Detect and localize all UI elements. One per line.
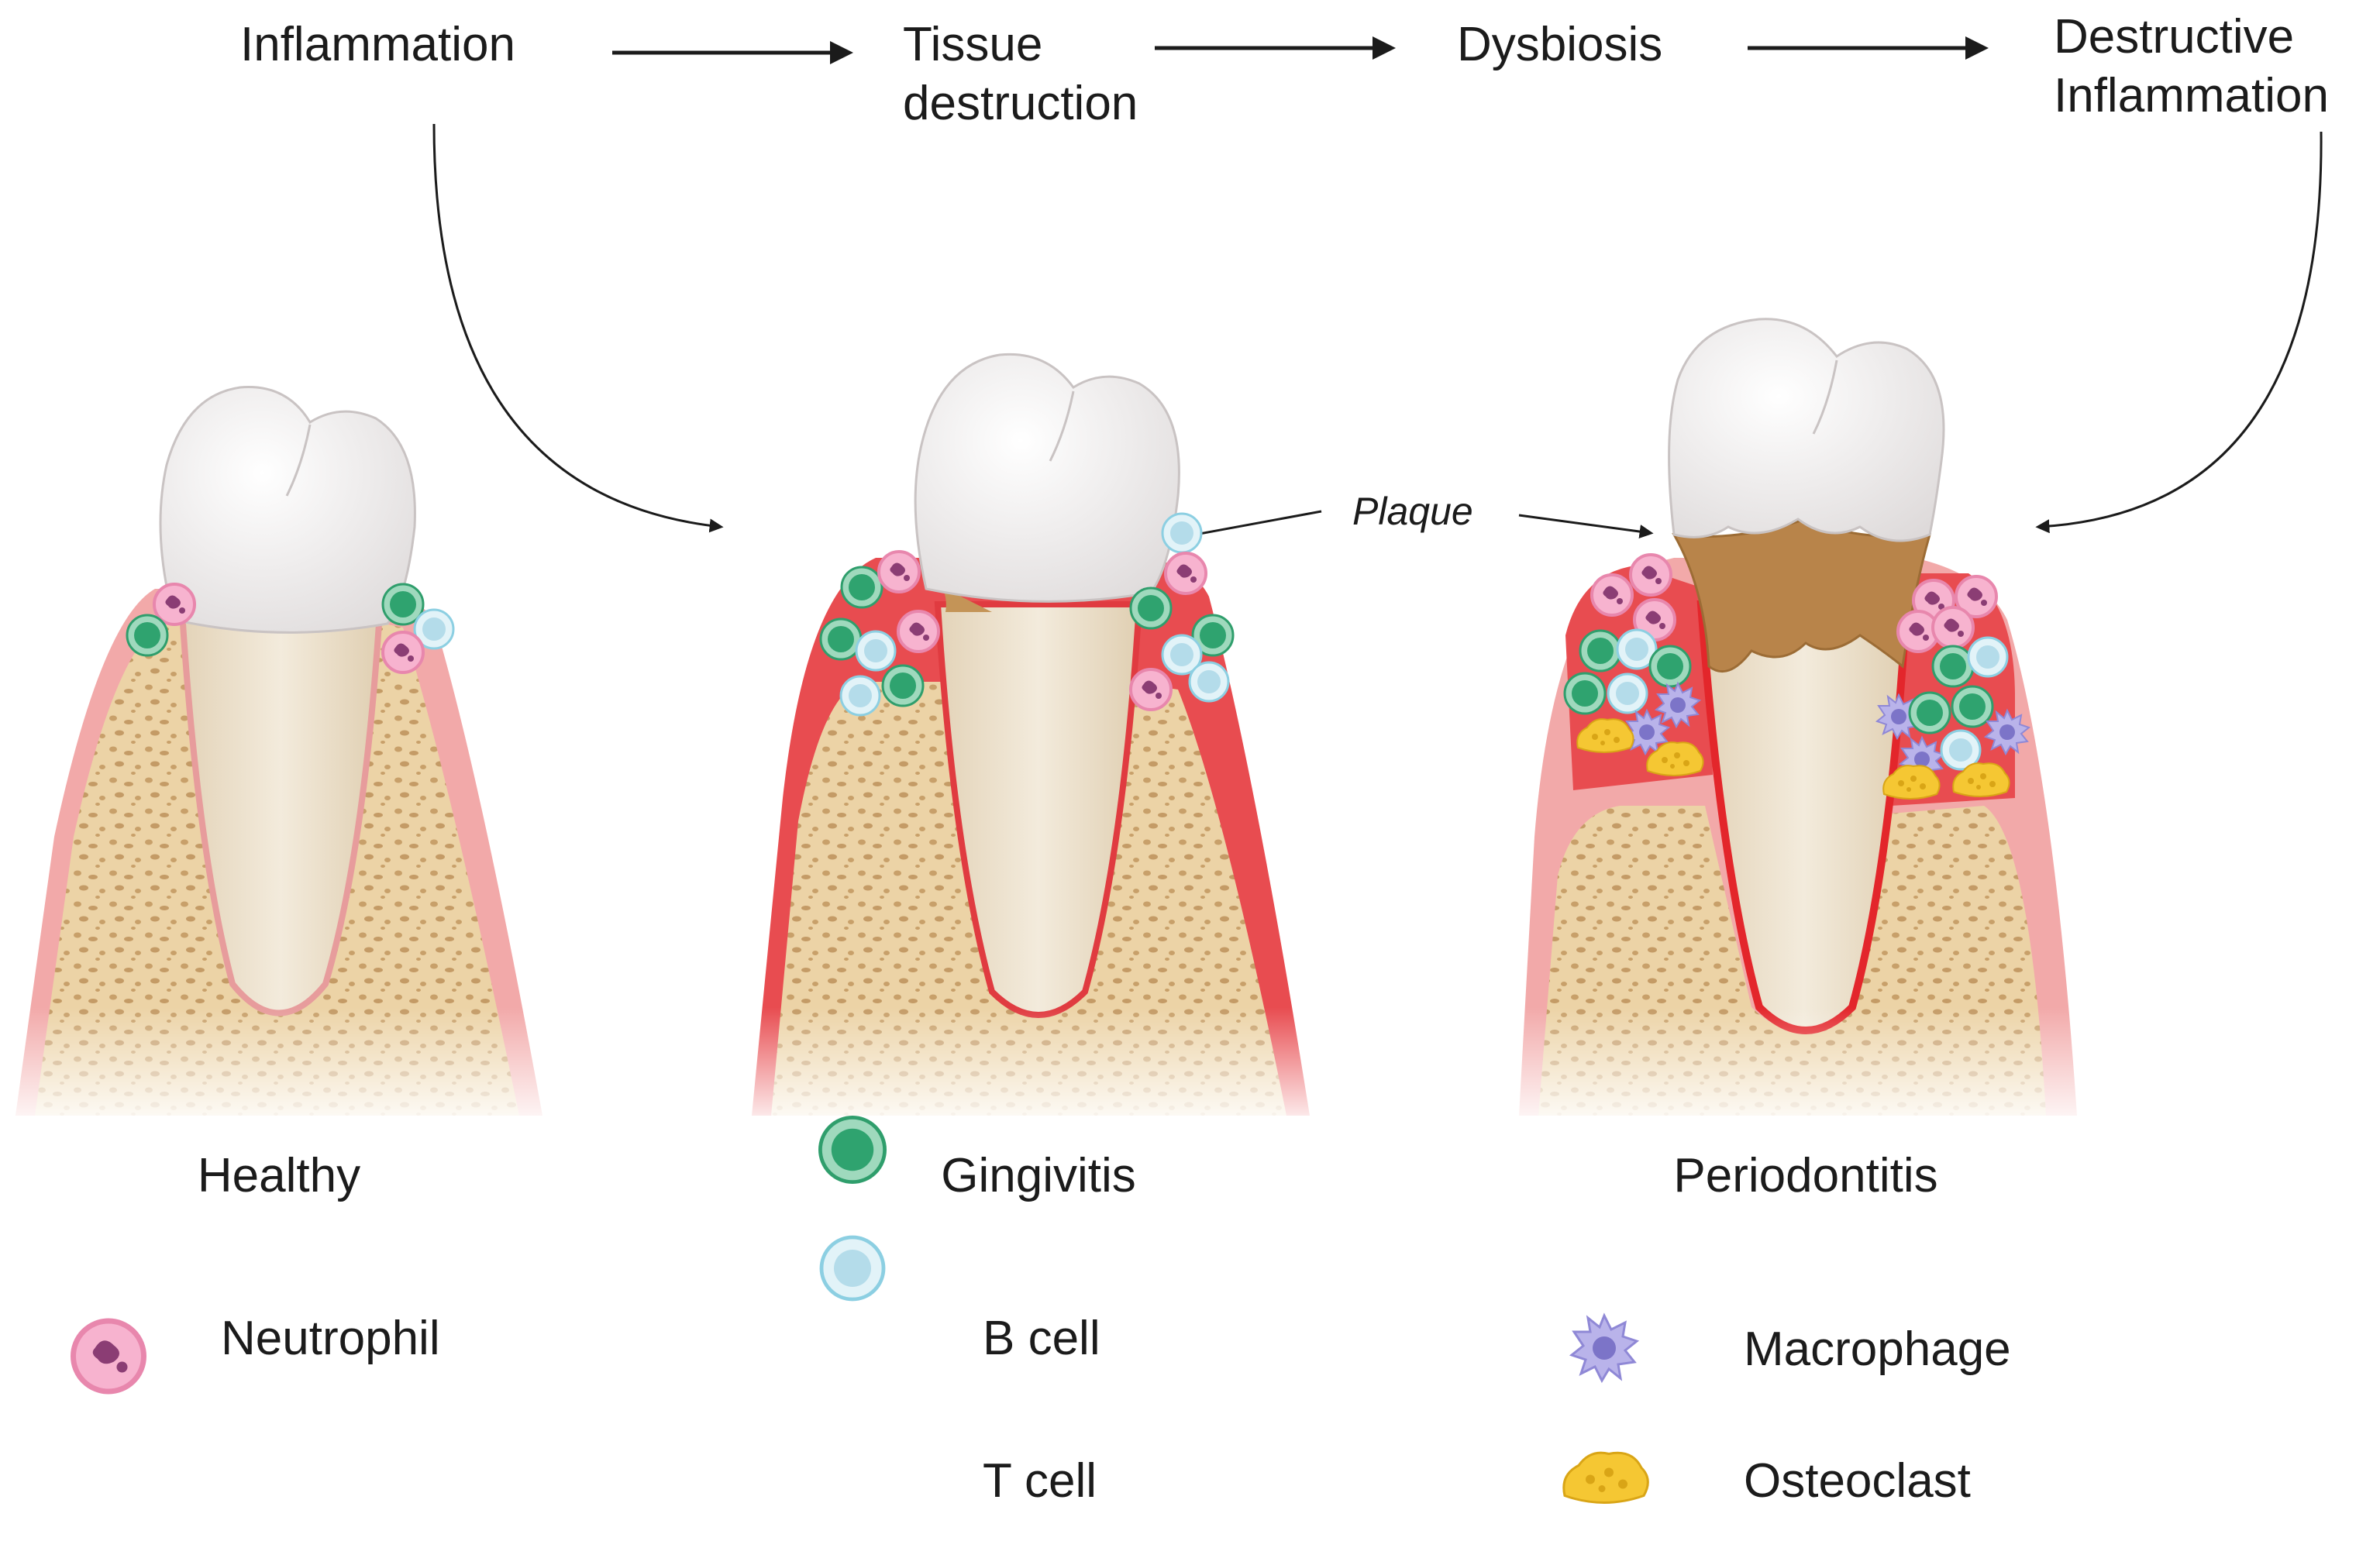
t-cell — [1607, 672, 1648, 714]
gingivitis-crown — [914, 353, 1180, 603]
legend-neutrophil-icon — [74, 1321, 144, 1391]
legend-t-cell-icon — [821, 1237, 883, 1299]
b-cell — [840, 566, 883, 609]
neutrophil-cell — [1590, 573, 1634, 617]
stage-label-gingivitis: Gingivitis — [941, 1149, 1136, 1202]
b-cell — [126, 614, 169, 657]
t-cell — [855, 630, 897, 672]
arrow-plaque-to-periodontitis — [1518, 514, 1654, 538]
neutrophil-cell — [1931, 606, 1975, 649]
step-inflammation: Inflammation — [240, 18, 515, 71]
t-cell — [839, 675, 881, 717]
healthy-bone — [35, 620, 519, 1116]
b-cell — [1931, 645, 1975, 688]
step-tissue-destruction: Tissue destruction — [903, 15, 1138, 133]
b-cell — [1908, 691, 1951, 734]
neutrophil-cell — [381, 631, 425, 674]
legend-label-b-cell: B cell — [983, 1312, 1100, 1365]
b-cell — [1648, 645, 1692, 688]
b-cell — [819, 617, 863, 661]
legend-macrophage-icon — [1570, 1314, 1638, 1382]
stage-label-healthy: Healthy — [197, 1149, 361, 1202]
legend-osteoclast-icon — [1562, 1451, 1649, 1504]
b-cell — [1563, 672, 1607, 715]
step-tissue-destruction-line-1: Tissue — [903, 18, 1043, 71]
step-destructive-inflammation: Destructive Inflammation — [2054, 8, 2329, 126]
b-cell — [881, 664, 925, 707]
stage-label-periodontitis: Periodontitis — [1673, 1149, 1938, 1202]
healthy-crown — [159, 386, 416, 634]
step-destructive-inflammation-line-1: Destructive — [2054, 10, 2295, 64]
legend-label-macrophage: Macrophage — [1744, 1323, 2011, 1376]
neutrophil-cell — [897, 610, 940, 653]
neutrophil-cell — [877, 550, 921, 593]
periodontitis-tooth-illustration — [1503, 318, 2092, 1131]
legend-label-t-cell: T cell — [983, 1454, 1097, 1508]
neutrophil-cell — [153, 583, 196, 626]
t-cell — [1161, 512, 1203, 554]
step-dysbiosis: Dysbiosis — [1457, 18, 1663, 71]
healthy-tooth-illustration — [0, 386, 558, 1131]
process-arrows — [432, 36, 2323, 544]
legend-label-osteoclast: Osteoclast — [1744, 1454, 1971, 1508]
periodontitis-crown — [1668, 318, 1945, 542]
step-tissue-destruction-line-2: destruction — [903, 77, 1138, 130]
legend-label-neutrophil: Neutrophil — [221, 1312, 440, 1365]
neutrophil-cell — [1629, 553, 1672, 597]
t-cell — [1188, 661, 1230, 703]
neutrophil-cell — [1129, 668, 1173, 711]
arrow-inflammation-to-gingivitis — [432, 123, 724, 533]
t-cell — [1967, 636, 2009, 678]
arrow-destructive-to-periodontitis — [2035, 131, 2323, 534]
b-cell — [1129, 586, 1173, 630]
step-destructive-inflammation-line-2: Inflammation — [2054, 69, 2329, 122]
b-cell — [1579, 629, 1622, 672]
neutrophil-cell — [1164, 552, 1207, 595]
plaque-annotation: Plaque — [1352, 490, 1473, 533]
gingivitis-tooth-illustration — [736, 353, 1325, 1131]
